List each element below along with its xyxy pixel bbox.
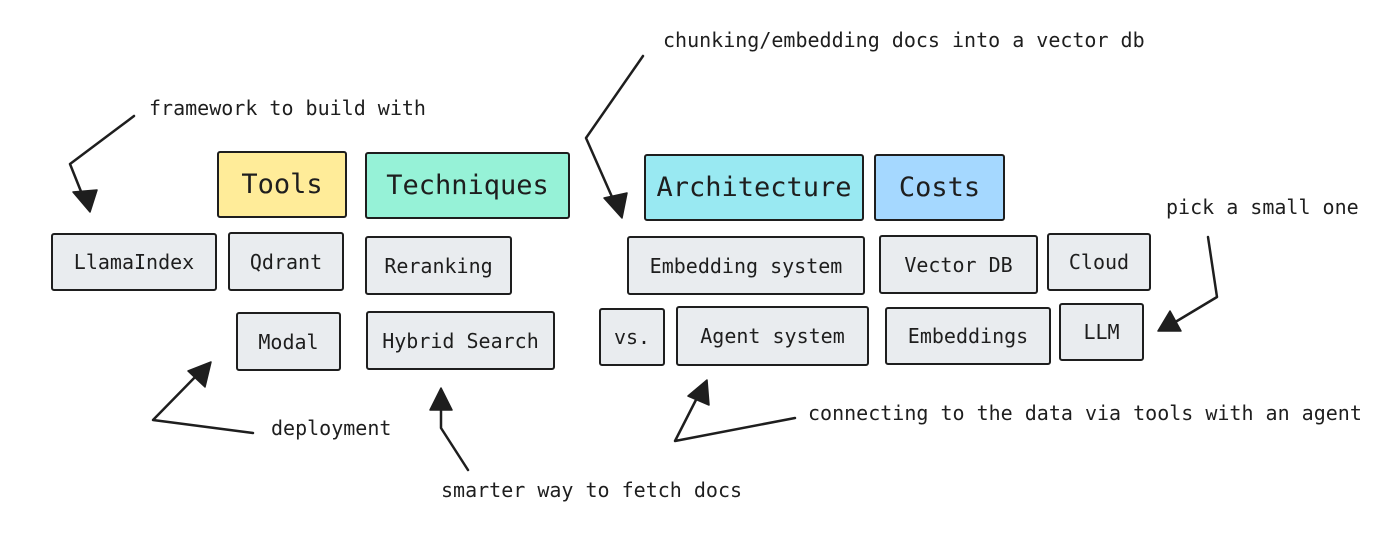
item-embedding-system: Embedding system bbox=[627, 236, 865, 295]
item-cloud: Cloud bbox=[1047, 233, 1151, 291]
item-agent-system: Agent system bbox=[676, 306, 869, 366]
header-architecture: Architecture bbox=[644, 154, 864, 221]
item-reranking: Reranking bbox=[365, 236, 512, 295]
item-qdrant: Qdrant bbox=[228, 232, 344, 291]
item-hybrid-search: Hybrid Search bbox=[366, 311, 555, 370]
header-techniques: Techniques bbox=[365, 152, 570, 219]
arrow-deployment bbox=[151, 370, 255, 435]
arrow-pick-small bbox=[1170, 235, 1219, 326]
note-pick-small: pick a small one bbox=[1166, 195, 1359, 219]
arrow-chunking bbox=[584, 54, 645, 208]
note-connecting: connecting to the data via tools with an… bbox=[808, 401, 1362, 425]
arrowhead-pick-small bbox=[1157, 310, 1182, 332]
note-chunking: chunking/embedding docs into a vector db bbox=[663, 28, 1145, 52]
note-deployment: deployment bbox=[271, 416, 392, 440]
item-llm: LLM bbox=[1059, 303, 1144, 361]
item-vs: vs. bbox=[599, 308, 665, 366]
header-costs: Costs bbox=[874, 154, 1005, 221]
arrowhead-deployment bbox=[187, 361, 212, 388]
arrowhead-framework bbox=[72, 189, 98, 213]
note-framework: framework to build with bbox=[149, 96, 426, 120]
note-smarter-fetch: smarter way to fetch docs bbox=[441, 478, 743, 502]
arrowhead-connecting bbox=[687, 379, 710, 406]
arrowhead-chunking bbox=[603, 192, 628, 219]
item-modal: Modal bbox=[236, 312, 341, 371]
header-tools: Tools bbox=[217, 151, 347, 218]
arrow-connecting bbox=[673, 390, 797, 443]
item-llamaindex: LlamaIndex bbox=[51, 233, 217, 291]
item-vector-db: Vector DB bbox=[879, 235, 1038, 294]
arrowhead-smarter-fetch bbox=[429, 387, 453, 411]
item-embeddings: Embeddings bbox=[885, 307, 1051, 365]
